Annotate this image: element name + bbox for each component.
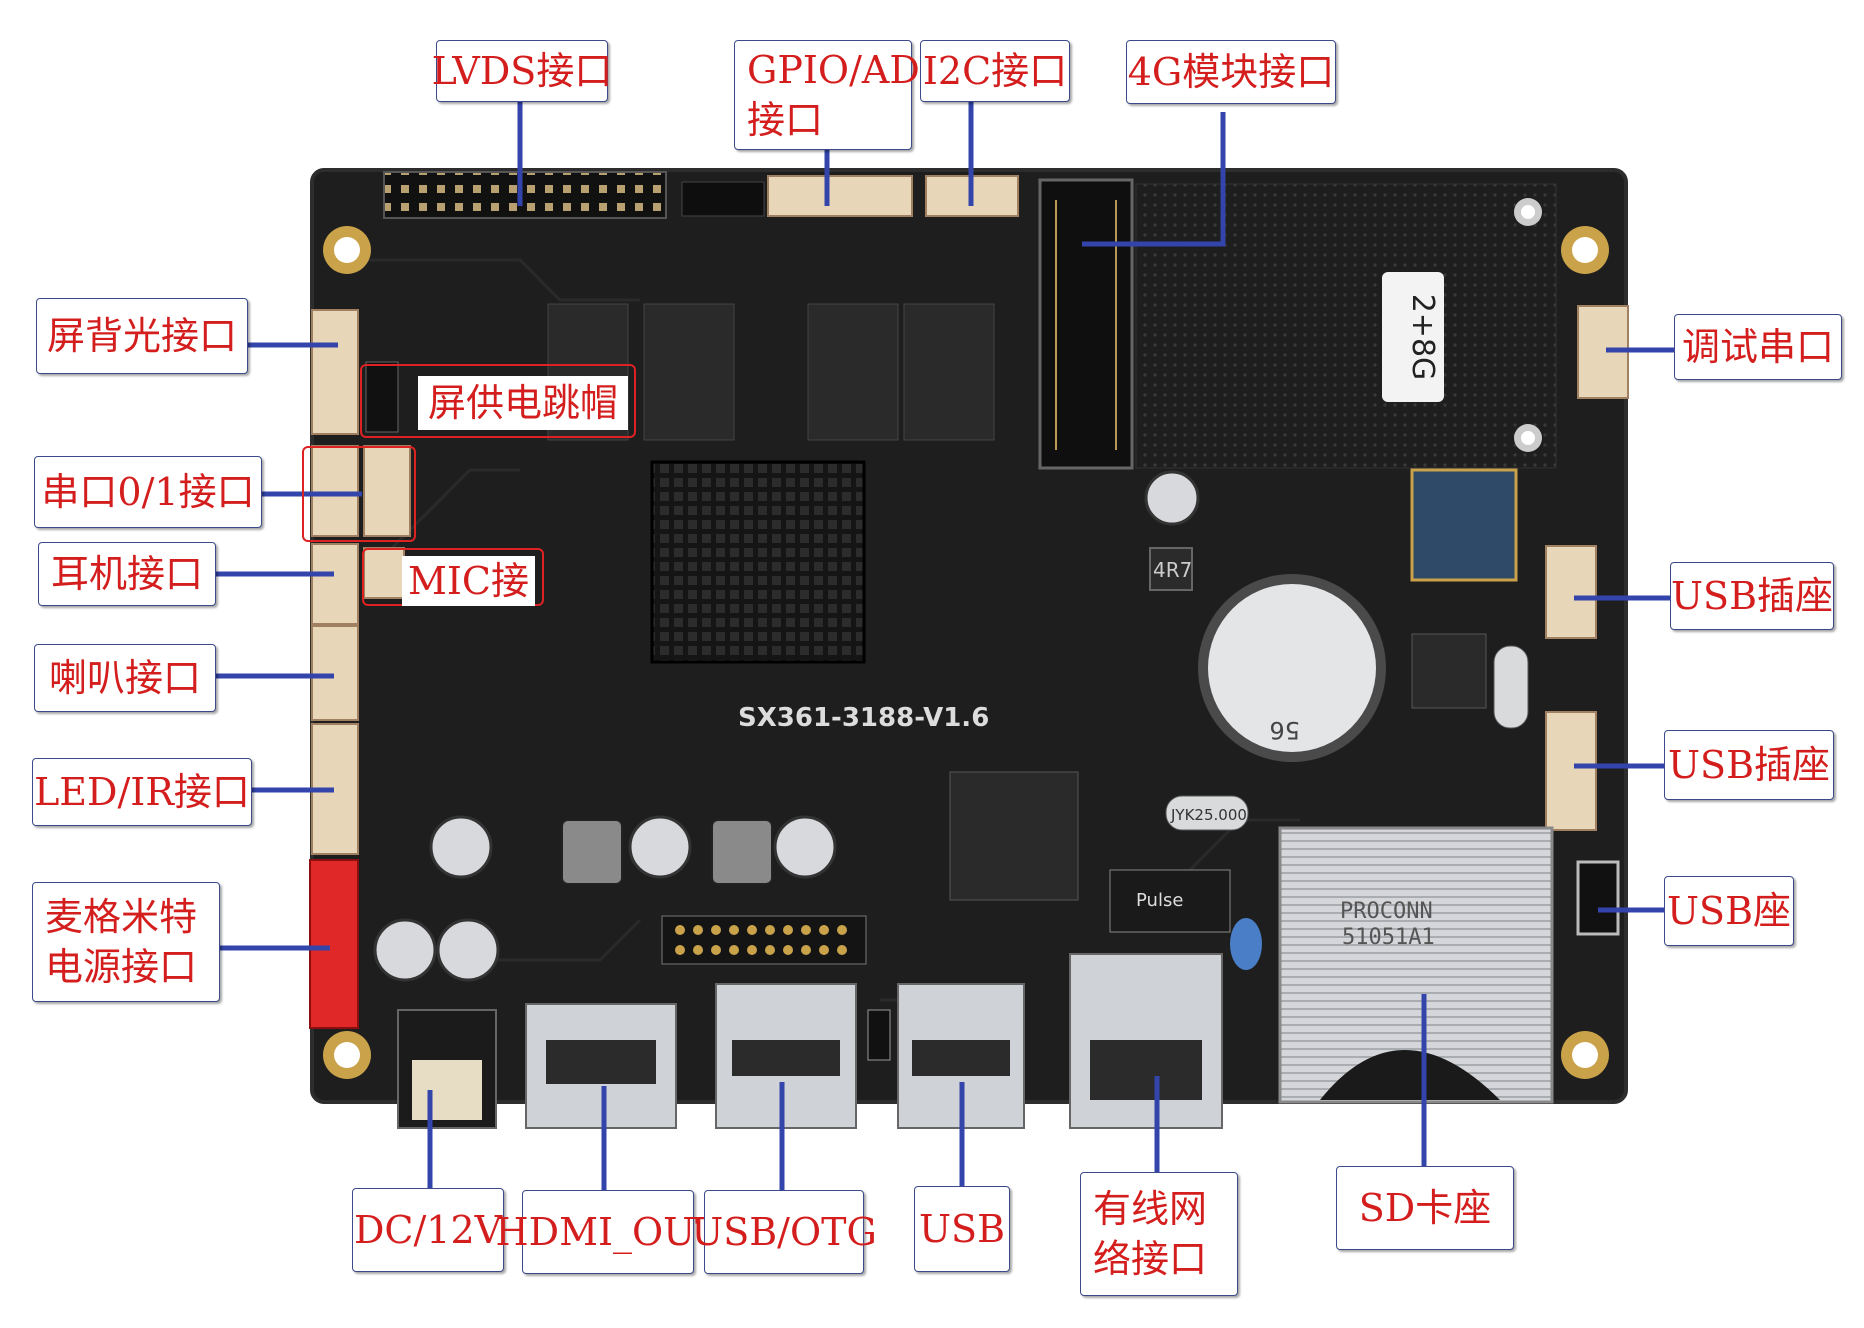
- sd-seat-label: SD卡座: [1336, 1166, 1514, 1250]
- jumper-highlight-box: [360, 364, 636, 438]
- mic-label: MIC接: [402, 556, 535, 606]
- earphone-label: 耳机接口: [38, 542, 216, 606]
- capacitors: [373, 470, 1200, 982]
- pin-header-j57: [661, 915, 867, 965]
- 4g-module-label: 4G模块接口: [1126, 40, 1336, 104]
- mounting-holes: [323, 226, 1609, 1079]
- usb-socket-1-label: USB插座: [1670, 562, 1834, 630]
- ram-chip: [903, 303, 995, 441]
- molex-power-connector: [309, 859, 359, 1029]
- speaker-label: 喇叭接口: [34, 644, 216, 712]
- dc12v-label: DC/12V: [352, 1188, 504, 1272]
- backlight-connector: [311, 309, 359, 435]
- inductors: 4R7: [561, 547, 1193, 885]
- usb-header-1: [1545, 545, 1597, 639]
- usb-seat-label: USB座: [1664, 876, 1794, 946]
- pointer-lines: [216, 100, 1676, 1196]
- memory-label: 2+8G: [1405, 294, 1440, 381]
- usb-seat-pins: [1576, 860, 1620, 936]
- 4g-module-socket: [1038, 178, 1134, 470]
- svg-text:51051A1: 51051A1: [1342, 925, 1435, 950]
- heatsink: [650, 460, 866, 664]
- magnetics-transformer: [1109, 869, 1231, 933]
- serial0-connector: [311, 445, 359, 537]
- ram-chip: [807, 303, 899, 441]
- debug-serial-label: 调试串口: [1674, 314, 1842, 380]
- molex-power-label: 麦格米特电源接口: [32, 882, 220, 1002]
- serial1-connector: [363, 445, 411, 537]
- ram-chip: [643, 303, 735, 441]
- board-model-text: SX361-3188-V1.6: [738, 703, 989, 733]
- sd-card-socket: [1278, 826, 1554, 1104]
- svg-text:4R7: 4R7: [1153, 558, 1192, 582]
- led-ir-label: LED/IR接口: [32, 758, 252, 826]
- ethernet-label: 有线网络接口: [1080, 1172, 1238, 1296]
- speaker-connector: [311, 625, 359, 721]
- svg-text:PROCONN: PROCONN: [1340, 899, 1433, 924]
- backlight-label: 屏背光接口: [36, 298, 248, 374]
- svg-text:Pulse: Pulse: [1136, 890, 1183, 911]
- usb-header-2: [1545, 711, 1597, 831]
- lvds-label: LVDS接口: [432, 40, 612, 102]
- hdmi-out-label: HDMI_OUT: [495, 1190, 721, 1274]
- serial-highlight-box: [302, 446, 416, 542]
- ethernet-phy-chip: [949, 771, 1079, 901]
- screen-power-jumper-label: 屏供电跳帽: [418, 376, 629, 430]
- usb-label: USB: [914, 1186, 1010, 1272]
- earphone-connector: [311, 543, 359, 625]
- usb-otg-label: USB/OTG: [691, 1190, 877, 1274]
- lvds-header: [383, 171, 667, 219]
- i2c-label: I2C接口: [920, 40, 1070, 102]
- serial01-label: 串口0/1接口: [34, 456, 262, 528]
- gpio-connector: [767, 175, 913, 217]
- svg-text:56: 56: [1269, 716, 1300, 744]
- usb-socket-2-label: USB插座: [1664, 730, 1834, 800]
- svg-text:JYK25.000: JYK25.000: [1170, 806, 1247, 824]
- wifi-module: [1410, 468, 1518, 582]
